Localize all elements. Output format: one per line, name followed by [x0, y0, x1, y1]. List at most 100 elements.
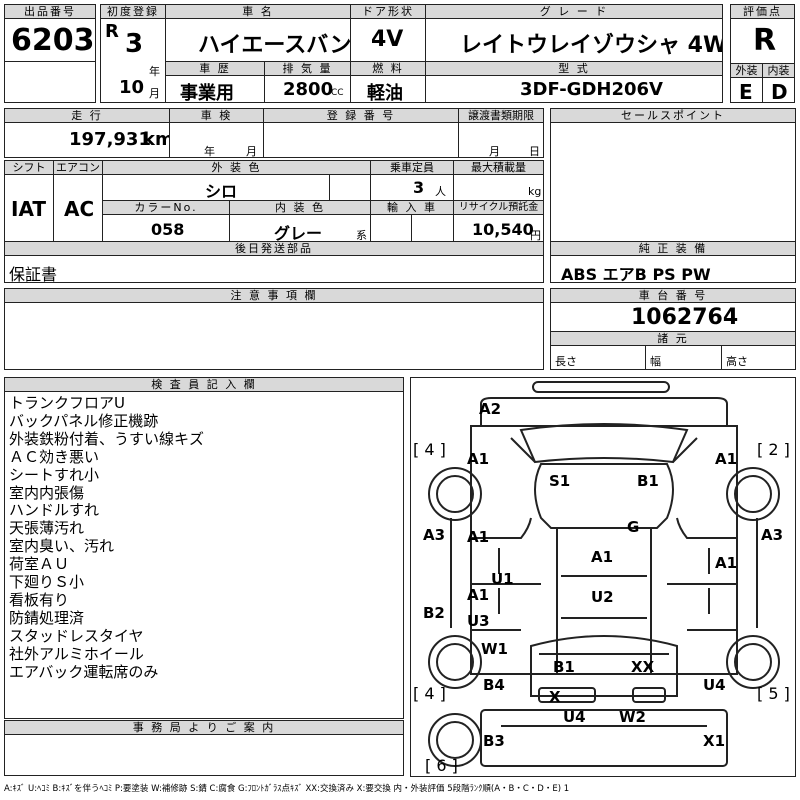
- load-label: 最大積載量: [453, 160, 544, 175]
- remark-line: エアバック運転席のみ: [9, 662, 159, 681]
- ac-cell: AC: [53, 174, 103, 242]
- door-cell: 4V: [350, 18, 426, 62]
- disp-cell: 2800 CC: [264, 75, 351, 103]
- shift-cell: IAT: [4, 174, 54, 242]
- tire-rear-right: [726, 635, 780, 689]
- damage-mark: B2: [423, 604, 445, 622]
- tire-label-rear-right: [ 5 ]: [757, 684, 790, 703]
- disp-label: 排 気 量: [264, 61, 351, 76]
- color-extra-cell: [329, 174, 371, 201]
- grade-cell: レイトウレイゾウシャ 4WD: [425, 18, 723, 62]
- shift-label: シフト: [4, 160, 54, 175]
- import-label: 輸 入 車: [370, 200, 454, 215]
- tire-front-left: [428, 467, 482, 521]
- int-cell: D: [762, 77, 795, 103]
- damage-mark: A1: [467, 586, 490, 604]
- inspect-year: 年: [204, 145, 215, 158]
- remark-line: 社外アルミホイール: [9, 644, 144, 663]
- grade-label: グ レ ー ド: [425, 4, 723, 19]
- int-score: D: [771, 80, 788, 103]
- damage-mark: W1: [481, 640, 508, 658]
- import-cell-a: [370, 214, 412, 242]
- remark-line: 室内臭い、汚れ: [9, 537, 115, 556]
- sales-label: セールスポイント: [550, 108, 796, 123]
- damage-mark: A3: [423, 526, 446, 544]
- equip-value: ABS エアB PS PW: [561, 265, 711, 283]
- model: 3DF-GDH206V: [520, 79, 663, 100]
- colorno-cell: 058: [102, 214, 230, 242]
- mileage-label: 走 行: [4, 108, 170, 123]
- damage-mark: A1: [591, 548, 614, 566]
- damage-mark: U3: [467, 612, 490, 630]
- reg-month-unit: 月: [149, 87, 160, 100]
- fuel-label: 燃 料: [350, 61, 426, 76]
- door-type: 4V: [371, 27, 404, 52]
- car-name: ハイエースバン: [198, 33, 351, 58]
- score: R: [753, 23, 777, 58]
- inspector-cell: トランクフロアU バックパネル修正機跡 外装鉄粉付着、うすい線キズ ＡＣ効き悪い…: [4, 391, 404, 719]
- damage-mark: XX: [631, 658, 655, 676]
- office-cell: [4, 734, 404, 776]
- remark-line: 防錆処理済: [9, 608, 85, 627]
- damage-mark: B1: [637, 472, 659, 490]
- door-label: ドア形状: [350, 4, 426, 19]
- history-cell: 事業用: [165, 75, 265, 103]
- capacity-unit: 人: [435, 185, 446, 198]
- colorno: 058: [151, 220, 185, 239]
- damage-mark: A1: [467, 450, 490, 468]
- damage-mark: X: [549, 688, 561, 706]
- tire-rear-left: [428, 635, 482, 689]
- ext-label: 外装: [730, 63, 763, 78]
- ac: AC: [64, 197, 95, 221]
- remark-line: シートすれ小: [9, 465, 100, 484]
- tire-label-spare: [ 6 ]: [425, 756, 458, 775]
- inspector-lines: トランクフロアU バックパネル修正機跡 外装鉄粉付着、うすい線キズ ＡＣ効き悪い…: [9, 394, 204, 682]
- damage-mark: B3: [483, 732, 505, 750]
- lot-number: 62036: [11, 23, 95, 58]
- spec-hei-label: 高さ: [726, 355, 748, 368]
- grade: レイトウレイゾウシャ 4WD: [460, 33, 723, 58]
- damage-mark: U2: [591, 588, 614, 606]
- sales-cell: [550, 122, 796, 242]
- ext-score: E: [739, 80, 753, 103]
- spec-len-label: 長さ: [555, 355, 577, 368]
- interior-unit: 系: [356, 229, 367, 242]
- spec-hei-cell: 高さ: [721, 345, 796, 370]
- parts-value: 保証書: [9, 265, 58, 283]
- load-unit: kg: [528, 185, 542, 198]
- remark-line: スタッドレスタイヤ: [9, 626, 144, 645]
- damage-mark: U4: [703, 676, 726, 694]
- damage-mark: A3: [761, 526, 784, 544]
- history: 事業用: [180, 83, 234, 103]
- chassis-label: 車 台 番 号: [550, 288, 796, 303]
- interior-label: 内 装 色: [229, 200, 371, 215]
- damage-mark: B4: [483, 676, 505, 694]
- transfer-day: 日: [529, 145, 540, 158]
- damage-mark: A1: [467, 528, 490, 546]
- remark-line: 室内内張傷: [9, 483, 85, 502]
- history-label: 車 歴: [165, 61, 265, 76]
- displacement: 2800: [283, 79, 334, 100]
- interior: グレー: [274, 224, 323, 242]
- remark-line: ハンドルすれ: [9, 501, 100, 520]
- tire-label-rear-left: [ 4 ]: [413, 684, 446, 703]
- score-cell: R: [730, 18, 795, 64]
- mileage-unit: km: [143, 129, 169, 150]
- remark-line: 荷室ＡＵ: [9, 555, 70, 574]
- damage-mark: A2: [479, 400, 502, 418]
- spec-wid-label: 幅: [650, 355, 661, 368]
- color: シロ: [205, 182, 238, 201]
- chassis-cell: 1062764: [550, 302, 796, 332]
- ac-label: エアコン: [53, 160, 103, 175]
- remark-line: 看板有り: [9, 590, 70, 609]
- reg-year: 3: [125, 29, 144, 59]
- transfer-cell: 月 日: [458, 122, 544, 158]
- mileage: 197,931: [69, 129, 151, 150]
- damage-mark: W2: [619, 708, 646, 726]
- tire-front-right: [726, 467, 780, 521]
- int-label: 内装: [762, 63, 795, 78]
- name-cell: ハイエースバン: [165, 18, 351, 62]
- office-label: 事 務 局 よ り ご 案 内: [4, 720, 404, 735]
- equip-label: 純 正 装 備: [550, 241, 796, 256]
- tire-spare: [428, 713, 482, 767]
